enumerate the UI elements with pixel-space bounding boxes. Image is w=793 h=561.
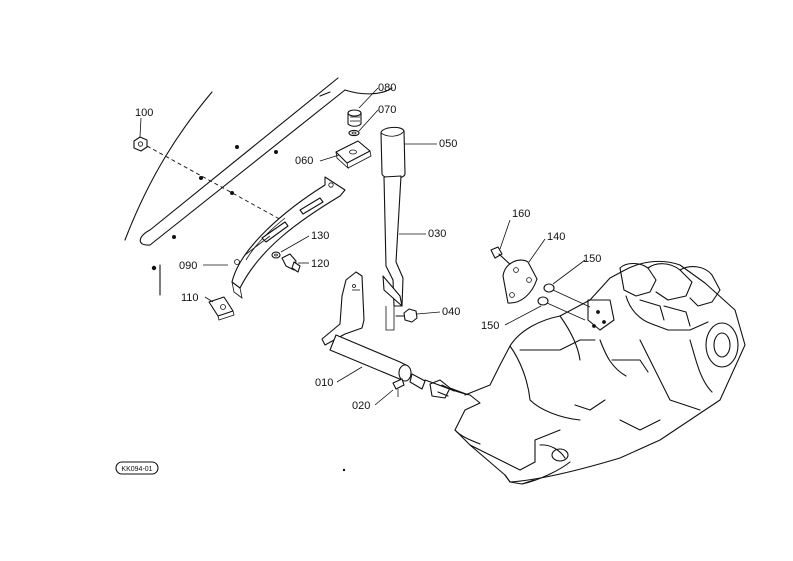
label-150-upper: 150 bbox=[583, 253, 601, 265]
label-060: 060 bbox=[295, 155, 313, 167]
diagram-code: KK094-01 bbox=[121, 466, 152, 473]
bolt-040 bbox=[395, 308, 418, 323]
label-080: 080 bbox=[378, 82, 396, 94]
label-030: 030 bbox=[428, 228, 446, 240]
label-140: 140 bbox=[547, 231, 565, 243]
transmission-housing bbox=[424, 260, 746, 485]
label-040: 040 bbox=[442, 306, 460, 318]
nut-100 bbox=[133, 136, 286, 223]
label-020: 020 bbox=[352, 400, 370, 412]
label-160: 160 bbox=[512, 208, 530, 220]
guide-plate-090 bbox=[231, 176, 346, 299]
label-050: 050 bbox=[439, 138, 457, 150]
label-150-lower: 150 bbox=[481, 320, 499, 332]
bracket-060 bbox=[335, 140, 372, 170]
label-120: 120 bbox=[311, 258, 329, 270]
label-110: 110 bbox=[181, 292, 199, 304]
lever-arm-030 bbox=[382, 175, 404, 331]
plate-nut-110 bbox=[208, 296, 235, 321]
part-labels: 100 080 070 060 050 030 130 120 090 110 … bbox=[135, 82, 601, 412]
diagram-code-badge: KK094-01 bbox=[115, 461, 159, 475]
wing-nut-120 bbox=[281, 253, 301, 273]
label-010: 010 bbox=[315, 377, 333, 389]
washer-130 bbox=[271, 251, 281, 259]
shaft-bracket-010 bbox=[321, 271, 426, 390]
o-ring-150 bbox=[537, 283, 591, 321]
pin-020 bbox=[392, 378, 405, 397]
label-100: 100 bbox=[135, 107, 153, 119]
lever-grip-050 bbox=[380, 126, 406, 180]
cover-plate-140 bbox=[502, 259, 538, 304]
label-070: 070 bbox=[378, 104, 396, 116]
fender-panel bbox=[124, 77, 393, 296]
stopper-080 bbox=[347, 109, 362, 127]
washer-070 bbox=[348, 129, 360, 137]
leader-lines bbox=[139, 87, 586, 406]
label-130: 130 bbox=[311, 230, 329, 242]
label-090: 090 bbox=[179, 260, 197, 272]
